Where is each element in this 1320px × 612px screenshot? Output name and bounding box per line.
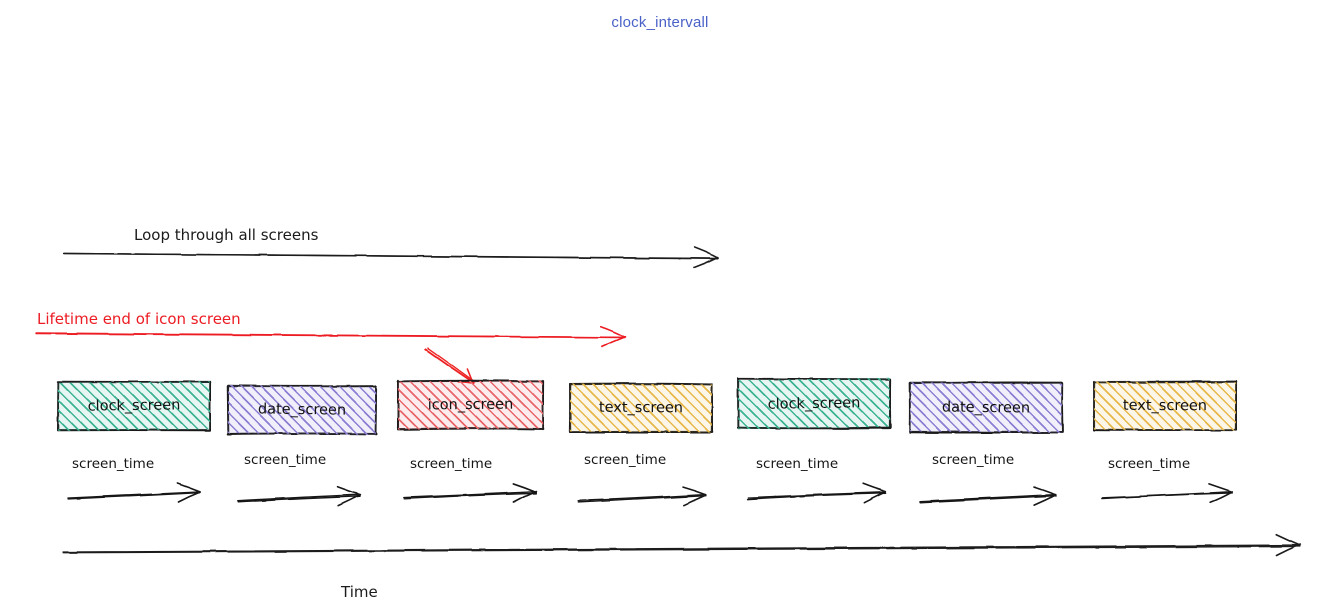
- screen-time-label: screen_time: [244, 452, 326, 468]
- screen-time-label: screen_time: [756, 456, 838, 472]
- screen-box[interactable]: date_screen: [228, 385, 377, 435]
- screen-box-label: clock_screen: [58, 381, 211, 431]
- screen-box-label: text_screen: [570, 384, 712, 433]
- screen-time-label: screen_time: [932, 452, 1014, 468]
- loop-annotation-label: Loop through all screens: [134, 226, 318, 244]
- screen-time-label: screen_time: [584, 452, 666, 468]
- screen-box[interactable]: clock_screen: [58, 381, 211, 431]
- screen-box[interactable]: date_screen: [910, 382, 1063, 433]
- time-axis-label: Time: [341, 583, 378, 601]
- screen-time-label: screen_time: [72, 456, 154, 472]
- screen-time-label: screen_time: [1108, 456, 1190, 472]
- screen-box-label: clock_screen: [738, 378, 891, 429]
- screen-box[interactable]: text_screen: [1094, 382, 1236, 431]
- screen-box[interactable]: text_screen: [570, 384, 712, 433]
- screen-box-label: date_screen: [228, 385, 377, 435]
- screen-time-label: screen_time: [410, 456, 492, 472]
- screen-box-label: icon_screen: [398, 380, 543, 429]
- screen-box[interactable]: icon_screen: [398, 380, 543, 429]
- screen-box-label: text_screen: [1094, 382, 1236, 431]
- lifetime-annotation-label: Lifetime end of icon screen: [37, 310, 241, 328]
- screen-box[interactable]: clock_screen: [738, 378, 891, 429]
- screen-box-label: date_screen: [910, 382, 1063, 433]
